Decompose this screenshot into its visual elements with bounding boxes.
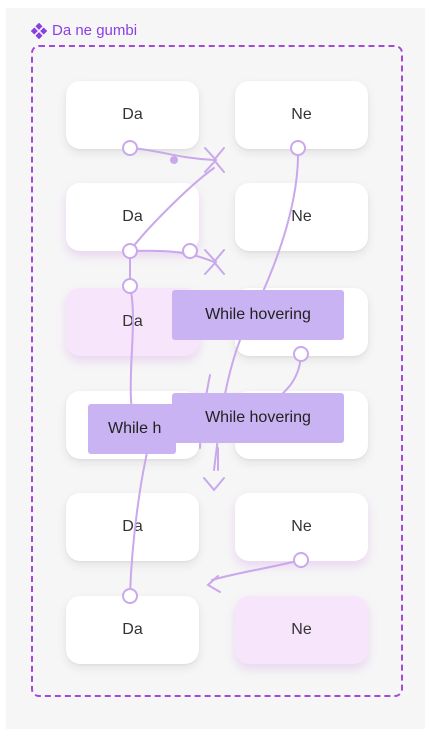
arrow-head [203, 477, 225, 492]
da-button[interactable]: Da [66, 81, 199, 149]
da-button[interactable]: Da [66, 596, 199, 664]
component-set-frame[interactable] [31, 45, 403, 697]
arrow-head [212, 147, 225, 173]
interaction-label[interactable]: While hovering [172, 290, 344, 340]
connector-line [129, 249, 215, 263]
interaction-label[interactable]: While hovering [172, 393, 344, 443]
frame-title-text: Da ne gumbi [52, 22, 138, 39]
connector-node[interactable] [122, 243, 138, 259]
interaction-label[interactable]: While h [88, 404, 176, 454]
frame-title[interactable]: Da ne gumbi [30, 22, 138, 39]
ne-button[interactable]: Ne [235, 183, 368, 251]
connector-node [170, 156, 178, 164]
da-button[interactable]: Da [66, 183, 199, 251]
connector-node[interactable] [122, 278, 138, 294]
arrow-head [212, 249, 225, 275]
arrow-head [206, 575, 221, 593]
connector-node[interactable] [293, 346, 309, 362]
connector-node[interactable] [122, 588, 138, 604]
arrow-head [204, 249, 218, 275]
connector-node[interactable] [293, 552, 309, 568]
connector-node[interactable] [182, 243, 198, 259]
connector-node[interactable] [290, 140, 306, 156]
connector-line [211, 559, 302, 581]
ne-button-hover[interactable]: Ne [235, 596, 368, 664]
connector-line [129, 147, 215, 161]
arrow-head [204, 147, 218, 173]
connector-line [129, 439, 151, 595]
connector-node[interactable] [122, 140, 138, 156]
component-icon [30, 22, 48, 39]
connector-line [129, 167, 215, 252]
ne-button[interactable]: Ne [235, 493, 368, 561]
ne-button[interactable]: Ne [235, 81, 368, 149]
